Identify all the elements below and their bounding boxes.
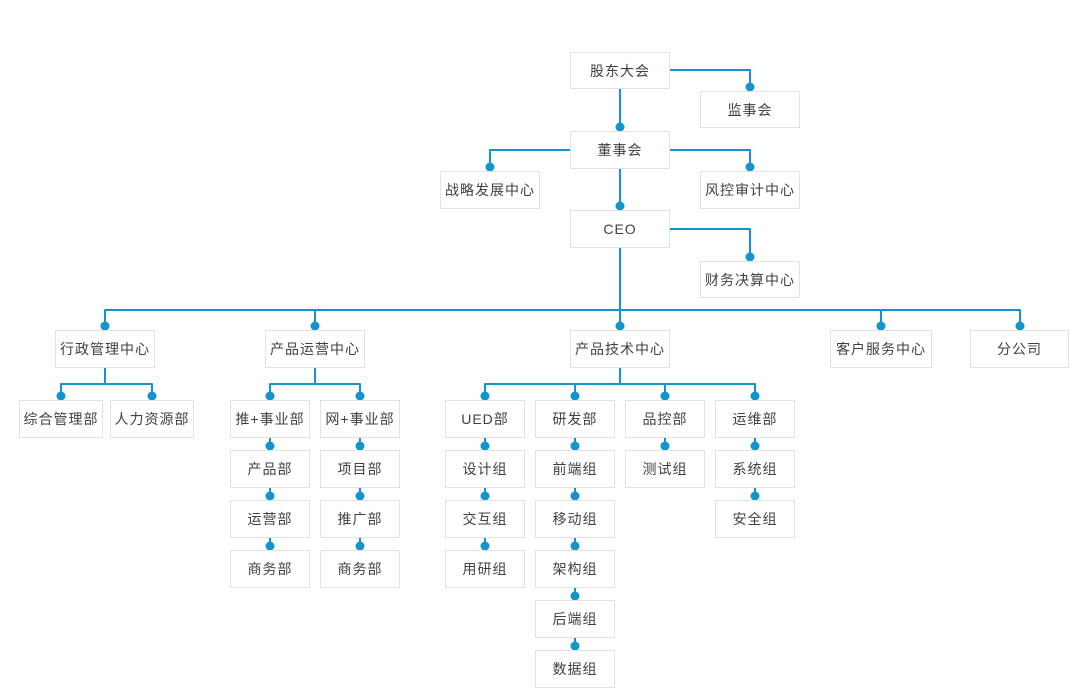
node-hr-dept[interactable]: 人力资源部 <box>110 400 194 438</box>
node-ceo[interactable]: CEO <box>570 210 670 248</box>
connector-trunk <box>104 309 1021 326</box>
node-general-management-dept[interactable]: 综合管理部 <box>19 400 103 438</box>
connector-admin-fork <box>60 383 153 395</box>
node-testing-group[interactable]: 测试组 <box>625 450 705 488</box>
node-backend-group[interactable]: 后端组 <box>535 600 615 638</box>
node-ued-dept[interactable]: UED部 <box>445 400 525 438</box>
node-om-dept[interactable]: 运维部 <box>715 400 795 438</box>
node-product-dept[interactable]: 产品部 <box>230 450 310 488</box>
node-security-group[interactable]: 安全组 <box>715 500 795 538</box>
node-mobile-group[interactable]: 移动组 <box>535 500 615 538</box>
node-strategy-center[interactable]: 战略发展中心 <box>440 171 540 209</box>
node-data-group[interactable]: 数据组 <box>535 650 615 688</box>
node-user-research-group[interactable]: 用研组 <box>445 550 525 588</box>
node-branch-company[interactable]: 分公司 <box>970 330 1069 368</box>
connector-board-strategy <box>489 149 570 166</box>
node-board-of-directors[interactable]: 董事会 <box>570 131 670 169</box>
node-finance-center[interactable]: 财务决算中心 <box>700 261 800 298</box>
connector-tech-fork <box>484 383 756 395</box>
node-project-dept[interactable]: 项目部 <box>320 450 400 488</box>
node-business-dept-tui[interactable]: 商务部 <box>230 550 310 588</box>
node-system-group[interactable]: 系统组 <box>715 450 795 488</box>
node-customer-service-center[interactable]: 客户服务中心 <box>830 330 932 368</box>
connector-ops-fork <box>269 383 361 395</box>
node-supervisory-board[interactable]: 监事会 <box>700 91 800 128</box>
node-business-dept-wang[interactable]: 商务部 <box>320 550 400 588</box>
node-interaction-group[interactable]: 交互组 <box>445 500 525 538</box>
node-operation-dept[interactable]: 运营部 <box>230 500 310 538</box>
node-architecture-group[interactable]: 架构组 <box>535 550 615 588</box>
node-wang-business-dept[interactable]: 网+事业部 <box>320 400 400 438</box>
node-frontend-group[interactable]: 前端组 <box>535 450 615 488</box>
node-rd-dept[interactable]: 研发部 <box>535 400 615 438</box>
node-risk-audit-center[interactable]: 风控审计中心 <box>700 171 800 209</box>
node-product-ops-center[interactable]: 产品运营中心 <box>265 330 365 368</box>
node-product-tech-center[interactable]: 产品技术中心 <box>570 330 670 368</box>
node-promotion-dept[interactable]: 推广部 <box>320 500 400 538</box>
node-tui-business-dept[interactable]: 推+事业部 <box>230 400 310 438</box>
node-admin-center[interactable]: 行政管理中心 <box>55 330 155 368</box>
node-qc-dept[interactable]: 品控部 <box>625 400 705 438</box>
connector-shareholders-supervisory <box>670 69 751 86</box>
connector-ceo-finance <box>670 228 751 256</box>
connector-board-risk-audit <box>670 149 751 166</box>
node-design-group[interactable]: 设计组 <box>445 450 525 488</box>
node-shareholders-meeting[interactable]: 股东大会 <box>570 52 670 89</box>
